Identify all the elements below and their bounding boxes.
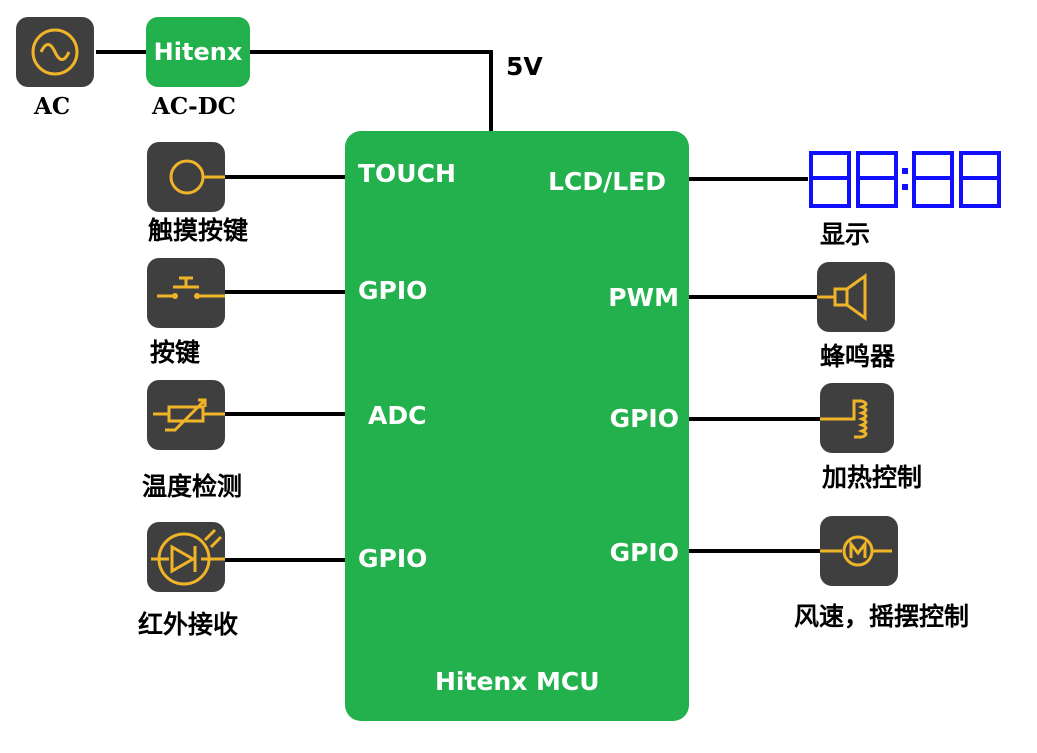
ac-source-icon [31,28,79,76]
push-button-icon [157,276,225,299]
thermistor-label: 温度检测 [142,472,243,501]
mcu-block: TOUCH GPIO ADC GPIO LCD/LED PWM GPIO GPI… [345,131,689,721]
pin-adc: ADC [368,401,427,430]
seven-segment-display [808,150,1002,210]
wire-5v [250,50,493,137]
touch-key-box [147,142,225,212]
pin-lcd-led: LCD/LED [548,167,666,196]
acdc-label: AC-DC [152,93,236,120]
mcu-name: Hitenx MCU [435,667,600,696]
pin-gpio-left-1: GPIO [358,276,428,305]
buzzer-box [817,262,895,332]
seven-segment-display-icon [809,151,1001,208]
photodiode-icon [151,528,225,586]
pin-gpio-right-1: GPIO [609,404,679,433]
photodiode-label: 红外接收 [138,610,239,639]
heating-coil-box [820,383,894,453]
push-button-label: 按键 [150,338,201,367]
motor-icon [820,535,892,567]
photodiode-box [147,522,225,592]
buzzer-label: 蜂鸣器 [820,342,896,371]
pin-gpio-left-2: GPIO [358,544,428,573]
touch-key-label: 触摸按键 [148,216,249,245]
thermistor-icon [153,398,225,432]
pin-pwm: PWM [608,283,679,312]
ac-source-box [16,17,94,87]
pin-gpio-right-2: GPIO [609,538,679,567]
buzzer-icon [817,273,867,321]
heating-coil-icon [820,399,868,439]
voltage-label: 5V [506,52,543,81]
thermistor-box [147,380,225,450]
pin-touch: TOUCH [358,159,456,188]
ac-label: AC [34,93,71,120]
motor-control-label: 风速，摇摆控制 [794,602,970,631]
touch-key-icon [169,159,225,195]
push-button-box [147,258,225,328]
motor-box [820,516,898,586]
display-label: 显示 [820,220,871,249]
heating-control-label: 加热控制 [822,463,923,492]
acdc-module: Hitenx [146,17,250,87]
